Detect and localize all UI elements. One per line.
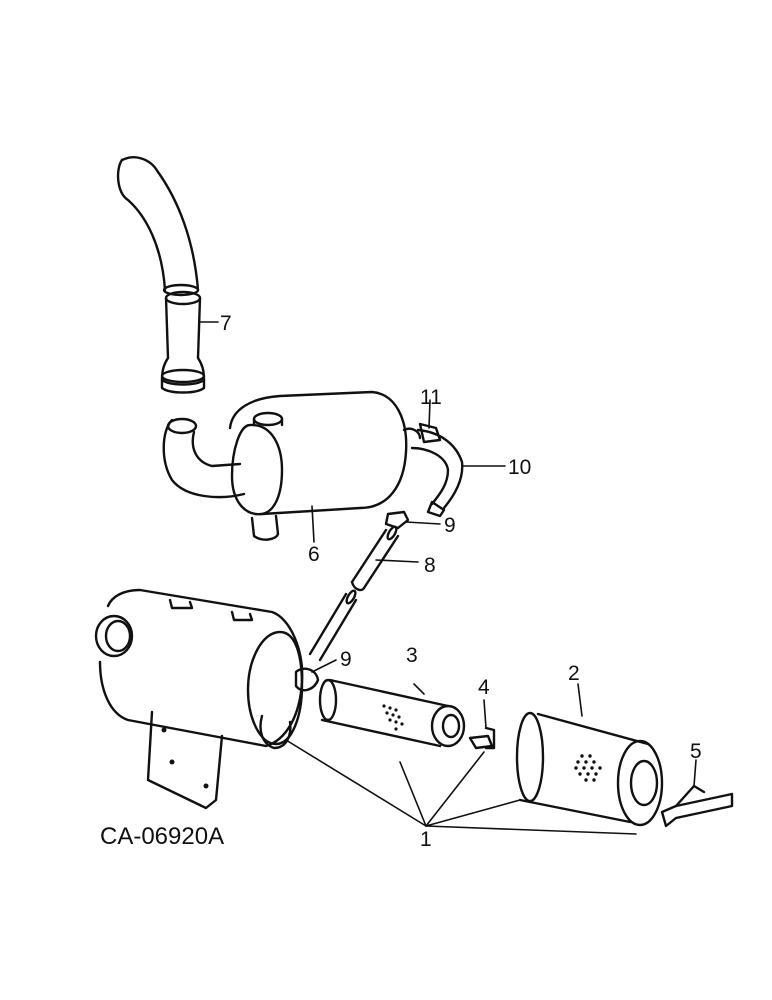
air-cleaner-housing xyxy=(94,588,304,810)
exhaust-elbow-pipe xyxy=(116,156,200,297)
extension-pipe xyxy=(160,290,206,394)
callout-5: 5 xyxy=(690,740,702,763)
outer-filter-element xyxy=(515,683,664,827)
callout-9-upper: 9 xyxy=(444,514,456,537)
callout-8: 8 xyxy=(424,554,436,577)
muffler xyxy=(162,390,408,543)
callout-7: 7 xyxy=(220,312,232,335)
filter-perforation-pattern xyxy=(574,754,602,782)
callout-3: 3 xyxy=(406,644,418,667)
callout-1-leaders xyxy=(285,739,637,835)
callout-4: 4 xyxy=(478,676,490,699)
hose-and-clamps xyxy=(294,510,441,692)
callout-1: 1 xyxy=(420,828,432,851)
callout-10: 10 xyxy=(508,456,531,479)
callout-9-lower: 9 xyxy=(340,648,352,671)
inner-filter-element xyxy=(318,678,466,748)
wing-nut xyxy=(468,699,496,750)
callout-2: 2 xyxy=(568,662,580,685)
callout-11: 11 xyxy=(420,386,442,409)
diagram-code: CA-06920A xyxy=(100,823,224,850)
service-indicator xyxy=(660,759,734,828)
filter-perforation-pattern xyxy=(382,704,404,731)
tube-assembly xyxy=(402,399,506,518)
callout-6: 6 xyxy=(308,543,320,566)
